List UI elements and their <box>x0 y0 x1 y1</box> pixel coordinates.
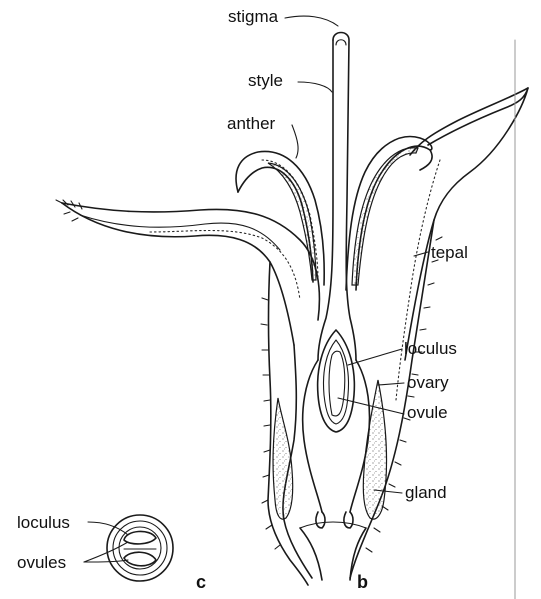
left-gland <box>273 398 293 519</box>
label-ovules-c: ovules <box>17 554 66 571</box>
label-anther: anther <box>227 115 275 132</box>
left-anther <box>236 151 324 285</box>
label-style: style <box>248 72 283 89</box>
longitudinal-section <box>56 16 528 585</box>
label-gland: gland <box>405 484 447 501</box>
panel-letter-b: b <box>357 573 368 591</box>
style <box>318 33 356 361</box>
label-ovule: ovule <box>407 404 448 421</box>
label-ovary: ovary <box>407 374 449 391</box>
ovary <box>303 330 370 528</box>
panel-letter-c: c <box>196 573 206 591</box>
label-tepal: tepal <box>431 244 468 261</box>
cross-section <box>84 515 173 581</box>
label-loculus-c: loculus <box>17 514 70 531</box>
right-anther <box>346 137 432 290</box>
label-loculus-b: loculus <box>404 340 457 357</box>
left-tepal <box>56 200 319 345</box>
label-stigma: stigma <box>228 8 278 25</box>
